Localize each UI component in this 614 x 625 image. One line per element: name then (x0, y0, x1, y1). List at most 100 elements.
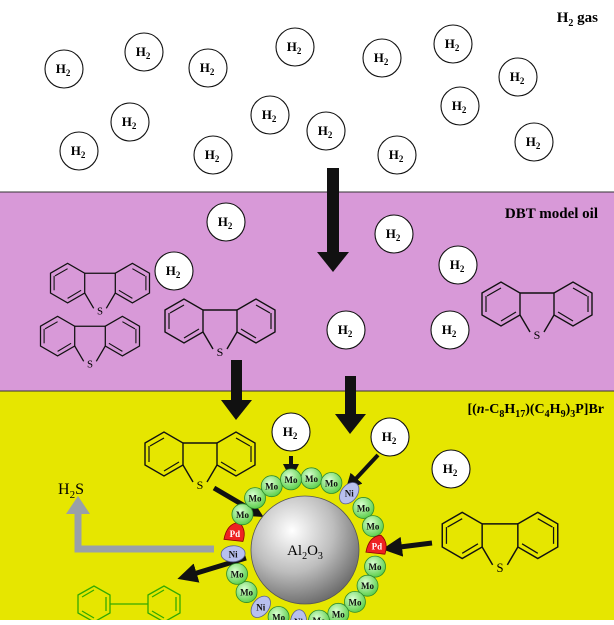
svg-text:Ni: Ni (256, 602, 265, 612)
mo-site: Mo (226, 563, 248, 585)
svg-text:H2: H2 (442, 322, 457, 339)
svg-text:Ni: Ni (345, 489, 354, 499)
dbt-molecule: S (481, 281, 593, 342)
biphenyl-product (77, 585, 181, 623)
dbt-molecule: S (441, 511, 559, 575)
svg-text:H2: H2 (218, 214, 233, 231)
h2-molecule: H2 (326, 310, 366, 350)
gas-layer-label: H2 gas (557, 10, 598, 29)
svg-text:Mo: Mo (231, 569, 244, 579)
mo-site: Mo (344, 590, 366, 613)
mo-site: Mo (327, 602, 350, 625)
h2-molecule: H2 (206, 202, 246, 242)
mo-site: Mo (300, 467, 323, 490)
svg-text:H2: H2 (200, 60, 215, 77)
svg-text:Mo: Mo (285, 475, 298, 485)
svg-text:H2: H2 (318, 123, 333, 140)
dbt-to-catalyst-arrow-2 (382, 536, 433, 557)
svg-text:H2: H2 (526, 134, 541, 151)
h2-molecule: H2 (440, 86, 480, 126)
mo-site: Mo (364, 555, 386, 578)
h2-molecule: H2 (59, 131, 99, 171)
h2-molecule: H2 (306, 111, 346, 151)
h2-molecule: H2 (188, 48, 228, 88)
h2-molecule: H2 (498, 57, 538, 97)
svg-text:H2: H2 (166, 263, 181, 280)
ni-site: Ni (339, 482, 360, 505)
svg-text:Ni: Ni (229, 549, 238, 559)
svg-text:H2: H2 (450, 257, 465, 274)
h2s-label: H2S (58, 481, 84, 501)
svg-text:H2: H2 (136, 44, 151, 61)
h2-molecule: H2 (271, 412, 311, 452)
h2s-product-arrow (66, 496, 214, 553)
svg-text:Mo: Mo (240, 588, 253, 598)
h2-molecule: H2 (514, 122, 554, 162)
sulfur-atom-label: S (534, 328, 541, 342)
svg-text:Mo: Mo (265, 482, 278, 492)
svg-text:H2: H2 (389, 147, 404, 164)
mo-site: Mo (280, 468, 302, 491)
mo-site: Mo (356, 574, 379, 597)
svg-text:Mo: Mo (272, 612, 285, 620)
sulfur-atom-label: S (217, 345, 224, 359)
h2-molecule: H2 (370, 417, 410, 457)
dbt-oil-layer (0, 192, 614, 391)
mo-site: Mo (235, 581, 258, 603)
dbt-molecule: S (164, 298, 276, 359)
svg-text:Mo: Mo (348, 597, 361, 607)
svg-text:Mo: Mo (357, 503, 370, 513)
h2-molecule: H2 (362, 38, 402, 78)
svg-text:H2: H2 (262, 107, 277, 124)
svg-text:Mo: Mo (249, 494, 262, 504)
svg-text:H2: H2 (382, 429, 397, 446)
h2-molecule: H2 (110, 102, 150, 142)
svg-text:Mo: Mo (236, 510, 249, 520)
mo-site: Mo (244, 487, 266, 510)
oil-to-il-arrow-right (335, 376, 366, 434)
h2-molecule: H2 (374, 214, 414, 254)
sulfur-atom-label: S (87, 359, 93, 371)
svg-text:Mo: Mo (361, 581, 374, 591)
catalyst-particle: MoMoNiMoMoPdMoMoMoMoMoNiMoNiMoMoNiPdMoMo… (220, 467, 387, 625)
svg-text:H2: H2 (452, 98, 467, 115)
h2-molecule: H2 (438, 245, 478, 285)
h2-molecule: H2 (154, 251, 194, 291)
svg-text:H2: H2 (445, 36, 460, 53)
mo-site: Mo (352, 497, 375, 519)
svg-text:H2: H2 (287, 39, 302, 56)
h2-molecule: H2 (250, 95, 290, 135)
sulfur-atom-label: S (496, 561, 503, 575)
dbt-molecule: S (39, 315, 141, 371)
svg-text:Pd: Pd (230, 529, 241, 539)
svg-text:H2: H2 (71, 143, 86, 160)
h2-molecule: H2 (44, 49, 84, 89)
svg-text:H2: H2 (205, 147, 220, 164)
oil-to-il-arrow-left (221, 360, 252, 420)
mo-site: Mo (320, 472, 343, 494)
svg-text:Mo: Mo (366, 522, 379, 532)
gas-to-oil-arrow (317, 168, 349, 272)
svg-text:H2: H2 (56, 61, 71, 78)
h2-molecule: H2 (431, 449, 471, 489)
h2-to-catalyst-arrow-2 (345, 453, 380, 490)
h2-molecule: H2 (377, 135, 417, 175)
svg-text:H2: H2 (283, 424, 298, 441)
svg-text:H2: H2 (386, 226, 401, 243)
svg-text:H2: H2 (510, 69, 525, 86)
h2-molecule: H2 (430, 310, 470, 350)
svg-text:H2: H2 (443, 461, 458, 478)
sulfur-atom-label: S (97, 306, 103, 318)
svg-text:Mo: Mo (305, 474, 318, 484)
svg-text:Pd: Pd (372, 542, 383, 552)
pd-site: Pd (365, 534, 387, 555)
ni-site: Ni (220, 545, 246, 563)
svg-text:Mo: Mo (332, 609, 345, 619)
h2-molecule: H2 (275, 27, 315, 67)
svg-text:H2: H2 (338, 322, 353, 339)
mo-site: Mo (231, 503, 254, 526)
alumina-support: Al2O3 (250, 495, 360, 605)
